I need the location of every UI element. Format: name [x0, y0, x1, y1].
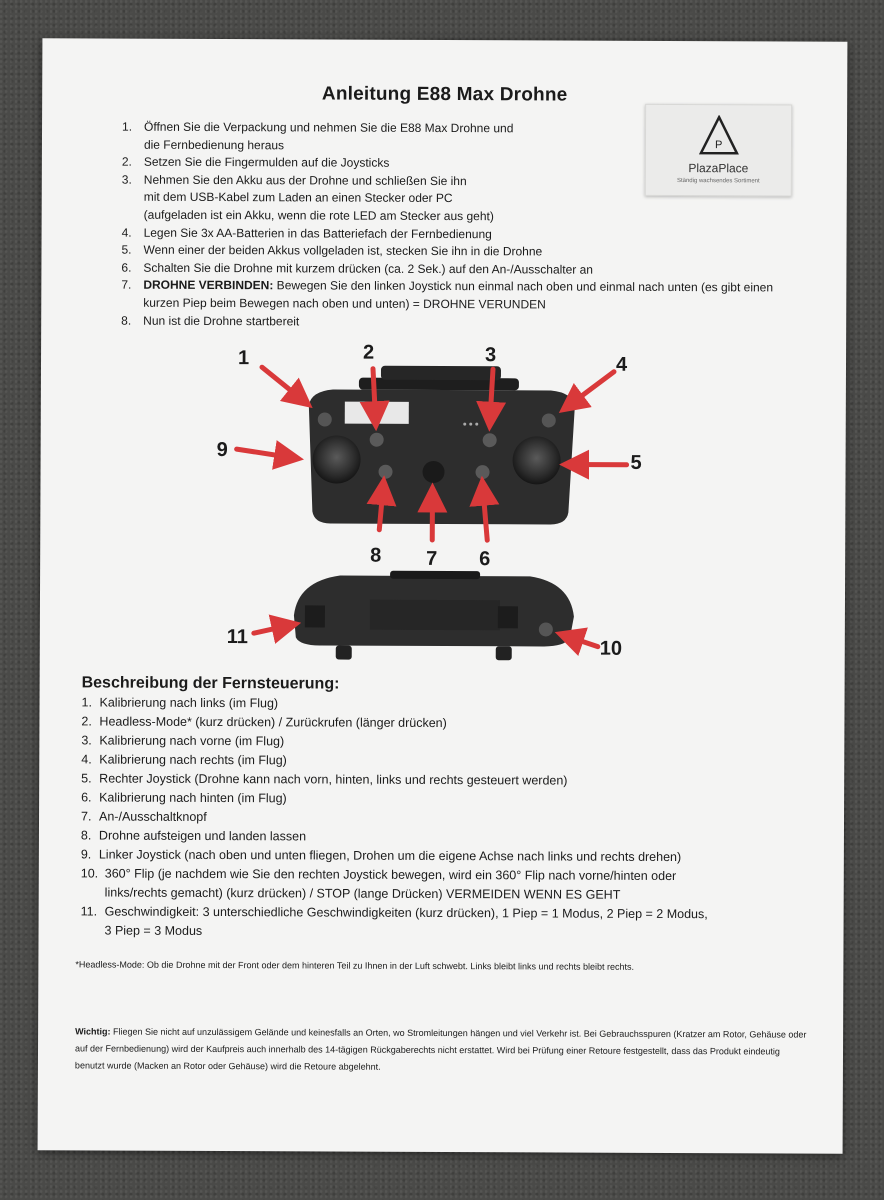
step-number: 8.: [121, 313, 132, 328]
triangle-logo-icon: P: [698, 115, 739, 155]
list-item: 8. Nun ist die Drohne startbereit: [121, 312, 801, 333]
item-number: 8.: [80, 828, 92, 843]
step-number: 7.: [121, 277, 132, 292]
item-number: 5.: [81, 771, 92, 786]
callout-label: 4: [615, 353, 628, 376]
item-text: 360° Flip (je nachdem wie Sie den rechte…: [104, 866, 677, 884]
step-number: 5.: [121, 242, 132, 257]
important-label: Wichtig:: [75, 1026, 111, 1037]
callout-label: 11: [226, 626, 249, 649]
callout-label: 5: [630, 451, 642, 474]
list-item: 10. 360° Flip (je nachdem wie Sie den re…: [81, 864, 761, 905]
item-number: 6.: [81, 790, 92, 805]
step-bold-label: DROHNE VERBINDEN:: [143, 278, 274, 293]
important-notice: Wichtig: Fliegen Sie nicht auf unzulässi…: [75, 1023, 810, 1077]
item-number: 7.: [81, 809, 92, 824]
item-text: Geschwindigkeit: 3 unterschiedliche Gesc…: [104, 904, 708, 922]
step-text: kurzen Piep beim Bewegen nach oben und u…: [143, 295, 546, 312]
step-number: 3.: [121, 172, 132, 187]
callout-label: 2: [363, 341, 375, 364]
callout-arrows: [234, 364, 630, 656]
footnote-text: Headless-Mode: Ob die Drohne mit der Fro…: [78, 959, 635, 972]
list-item: 7. DROHNE VERBINDEN: Bewegen Sie den lin…: [121, 277, 801, 315]
step-text: (aufgeladen ist ein Akku, wenn die rote …: [143, 207, 494, 224]
step-text: die Fernbedienung heraus: [143, 137, 285, 152]
controller-description-list: 1. Kalibrierung nach links (im Flug) 2. …: [80, 693, 761, 943]
brand-logo: P PlazaPlace Ständig wachsendes Sortimen…: [644, 103, 793, 197]
callout-label: 8: [370, 544, 382, 567]
section-heading: Beschreibung der Fernsteuerung:: [81, 674, 340, 693]
step-number: 4.: [121, 225, 132, 240]
item-text: 3 Piep = 3 Modus: [104, 923, 203, 938]
important-text: Fliegen Sie nicht auf unzulässigem Gelän…: [74, 1026, 807, 1072]
callout-label: 7: [426, 547, 438, 570]
item-number: 11.: [80, 904, 98, 919]
item-number: 9.: [80, 847, 92, 862]
list-item: 3. Nehmen Sie den Akku aus der Drohne un…: [122, 171, 802, 227]
step-number: 1.: [122, 119, 133, 134]
footnote: *Headless-Mode: Ob die Drohne mit der Fr…: [75, 959, 634, 971]
callout-label: 9: [216, 439, 228, 462]
step-text: Bewegen Sie den linken Joystick nun einm…: [273, 278, 774, 295]
instruction-sheet: Anleitung E88 Max Drohne P PlazaPlace St…: [37, 38, 848, 1154]
item-text: links/rechts gemacht) (kurz drücken) / S…: [104, 885, 621, 902]
step-text: Nehmen Sie den Akku aus der Drohne und s…: [143, 172, 467, 188]
step-text: mit dem USB-Kabel zum Laden an einen Ste…: [143, 190, 453, 206]
svg-text:P: P: [715, 139, 722, 151]
setup-steps: 1. Öffnen Sie die Verpackung und nehmen …: [121, 119, 802, 333]
step-text: Nun ist die Drohne startbereit: [143, 313, 300, 328]
item-number: 3.: [81, 733, 92, 748]
item-number: 2.: [81, 714, 92, 729]
list-item: 11. Geschwindigkeit: 3 unterschiedliche …: [80, 902, 760, 943]
list-item: 1. Öffnen Sie die Verpackung und nehmen …: [122, 119, 802, 157]
step-number: 6.: [121, 260, 132, 275]
callout-label: 6: [479, 548, 491, 571]
item-number: 10.: [80, 866, 99, 881]
item-number: 1.: [81, 695, 93, 710]
controller-top-view: [308, 365, 575, 525]
callout-label: 10: [599, 637, 623, 660]
callout-label: 3: [485, 344, 497, 367]
item-number: 4.: [81, 752, 92, 767]
step-number: 2.: [121, 154, 132, 169]
controller-front-view: [293, 570, 574, 661]
callout-label: 1: [237, 347, 250, 370]
step-text: Öffnen Sie die Verpackung und nehmen Sie…: [144, 119, 514, 136]
